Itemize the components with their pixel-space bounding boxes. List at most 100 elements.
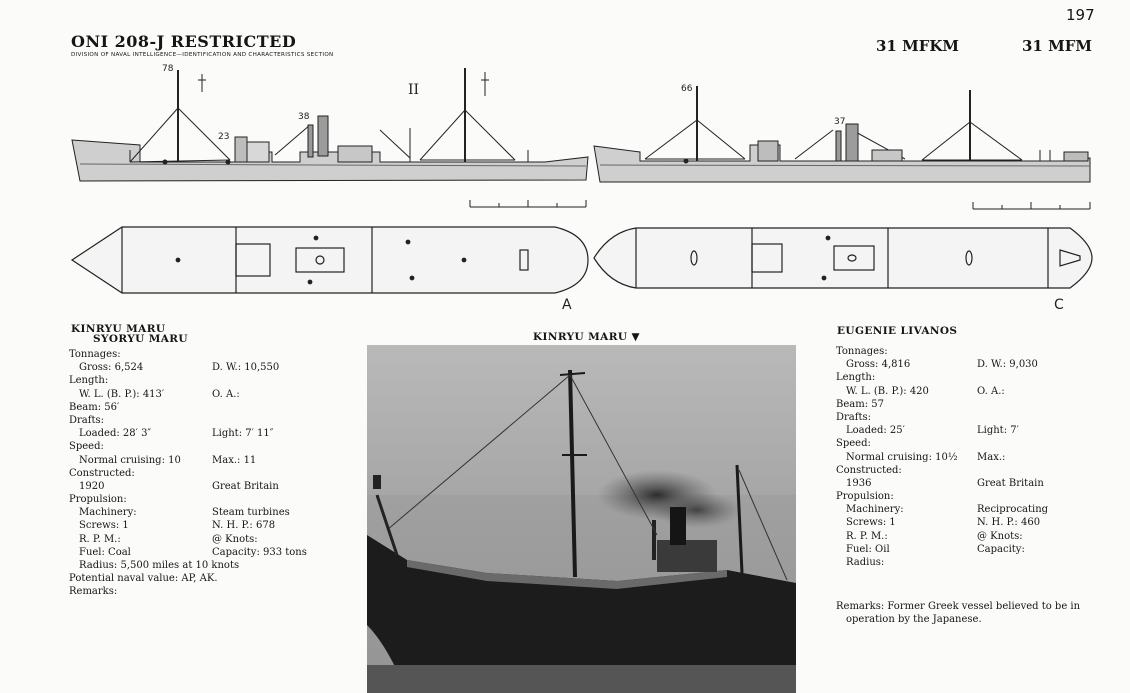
scale-bar-c xyxy=(972,202,1091,210)
class-code-left: 31 MFKM xyxy=(876,37,959,55)
spec-row: Propulsion: xyxy=(69,493,359,506)
spec-label: R. P. M.: xyxy=(846,530,888,542)
left-ship-name-1: KINRYU MARU xyxy=(71,323,166,335)
right-ship-remarks: Remarks: Former Greek vessel believed to… xyxy=(836,600,1106,626)
spec-row: Tonnages: xyxy=(836,345,1096,358)
callout-23: 23 xyxy=(218,132,229,142)
spec-label: Normal cruising: 10½ xyxy=(846,451,958,463)
spec-row: R. P. M.: @ Knots: xyxy=(836,530,1096,543)
spec-value: Light: 7′ 11″ xyxy=(212,428,274,440)
spec-label: 1936 xyxy=(846,477,872,489)
spec-value: O. A.: xyxy=(977,385,1005,397)
page-number: 197 xyxy=(1066,6,1095,24)
ship-c-plan xyxy=(593,227,1093,289)
spec-label: Drafts: xyxy=(836,411,871,423)
remarks-line-1: Remarks: Former Greek vessel believed to… xyxy=(836,601,1081,612)
spec-row: Length: xyxy=(836,371,1096,384)
spec-row: R. P. M.: @ Knots: xyxy=(69,533,359,546)
spec-row: Loaded: 25′ Light: 7′ xyxy=(836,424,1096,437)
spec-label: Gross: 4,816 xyxy=(846,359,911,371)
drawing-label-c: C xyxy=(1054,297,1064,313)
spec-row: Speed: xyxy=(69,440,359,453)
spec-label: W. L. (B. P.): 413′ xyxy=(79,388,165,400)
spec-value: Great Britain xyxy=(977,477,1044,489)
spec-label: R. P. M.: xyxy=(79,533,121,545)
left-ship-name-2: SYORYU MARU xyxy=(93,333,188,345)
spec-label: Length: xyxy=(836,372,876,384)
spec-row: Normal cruising: 10 Max.: 11 xyxy=(69,454,359,467)
spec-row: Machinery:Reciprocating xyxy=(836,503,1096,516)
spec-label: Potential naval value: AP, AK. xyxy=(69,573,218,585)
spec-label: Normal cruising: 10 xyxy=(79,454,181,466)
spec-row: Normal cruising: 10½ Max.: xyxy=(836,451,1096,464)
spec-row: Speed: xyxy=(836,437,1096,450)
spec-label: Constructed: xyxy=(836,464,902,476)
spec-row: Loaded: 28′ 3″Light: 7′ 11″ xyxy=(69,427,359,440)
spec-value: N. H. P.: 460 xyxy=(977,517,1041,529)
spec-row: Drafts: xyxy=(836,411,1096,424)
spec-value: Max.: xyxy=(977,451,1006,463)
spec-label: Remarks: xyxy=(69,586,118,598)
spec-value: Max.: 11 xyxy=(212,454,257,466)
class-code-right: 31 MFM xyxy=(1022,37,1092,55)
scale-bar-a xyxy=(469,200,587,208)
spec-value: @ Knots: xyxy=(212,533,258,545)
spec-value: Steam turbines xyxy=(212,507,290,519)
spec-label: Screws: 1 xyxy=(79,520,129,532)
remarks-line-2: operation by the Japanese. xyxy=(846,614,982,626)
spec-label: 1920 xyxy=(79,480,105,492)
right-ship-name: EUGENIE LIVANOS xyxy=(837,325,958,337)
callout-66: 66 xyxy=(681,84,693,94)
spec-row: 1936 Great Britain xyxy=(836,477,1096,490)
document-subtitle: DIVISION OF NAVAL INTELLIGENCE—IDENTIFIC… xyxy=(71,52,334,58)
callout-ii: II xyxy=(408,82,419,98)
spec-value: D. W.: 10,550 xyxy=(212,362,280,374)
spec-label: Fuel: Coal xyxy=(79,546,131,558)
spec-value: O. A.: xyxy=(212,388,240,400)
spec-row: Drafts: xyxy=(69,414,359,427)
ship-a-profile xyxy=(71,68,589,182)
spec-row: Potential naval value: AP, AK. xyxy=(69,572,359,585)
spec-row: Machinery: Steam turbines xyxy=(69,506,359,519)
spec-row: Length: xyxy=(69,374,359,387)
spec-label: Beam: 56′ xyxy=(69,401,120,413)
spec-label: Fuel: Oil xyxy=(846,543,890,555)
photo-caption: KINRYU MARU ▼ xyxy=(533,331,640,343)
ship-photo-image xyxy=(367,345,796,693)
spec-value: N. H. P.: 678 xyxy=(212,520,276,532)
spec-value: Light: 7′ xyxy=(977,425,1019,437)
spec-row: Beam: 56′ xyxy=(69,401,359,414)
ship-c-profile xyxy=(593,86,1091,183)
spec-label: Length: xyxy=(69,375,109,387)
spec-row: W. L. (B. P.): 413′ O. A.: xyxy=(69,388,359,401)
drawing-label-a: A xyxy=(562,297,572,313)
spec-value: @ Knots: xyxy=(977,530,1023,542)
callout-78: 78 xyxy=(162,64,174,74)
spec-label: Tonnages: xyxy=(836,346,888,357)
spec-value: Capacity: xyxy=(977,543,1025,555)
spec-row: Radius: xyxy=(836,556,1096,569)
spec-label: Loaded: 25′ xyxy=(846,425,905,437)
spec-label: Speed: xyxy=(836,438,871,450)
spec-label: Drafts: xyxy=(69,414,104,426)
spec-label: Constructed: xyxy=(69,467,135,479)
spec-row: Constructed: xyxy=(836,464,1096,477)
document-title: ONI 208-J RESTRICTED xyxy=(71,32,297,51)
spec-label: Radius: 5,500 miles at 10 knots xyxy=(79,560,240,571)
spec-label: Radius: xyxy=(846,557,885,568)
spec-label: Propulsion: xyxy=(69,494,127,506)
spec-row: Beam: 57 xyxy=(836,398,1096,411)
spec-label: Machinery: xyxy=(846,504,904,516)
callout-38: 38 xyxy=(298,112,310,122)
ship-a-plan xyxy=(70,226,589,294)
spec-label: Machinery: xyxy=(79,507,137,519)
spec-label: Propulsion: xyxy=(836,491,894,503)
spec-row: Radius: 5,500 miles at 10 knots xyxy=(69,559,359,572)
